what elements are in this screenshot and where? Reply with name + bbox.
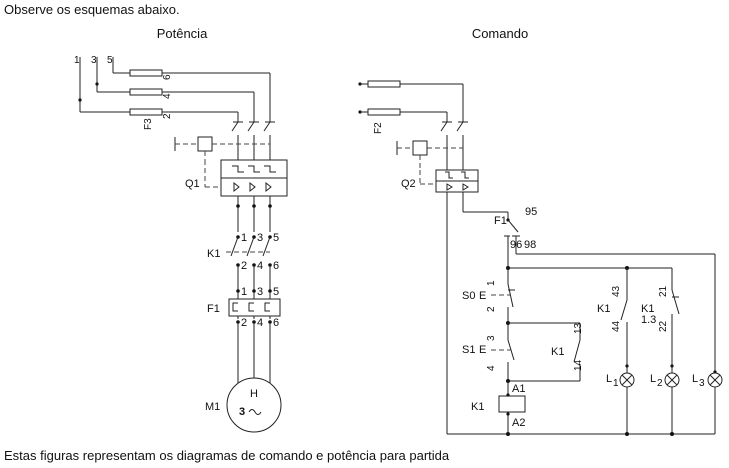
control-k1-hold-top: 13	[573, 322, 584, 334]
control-s1-e: E	[479, 344, 486, 356]
control-k1-nc-sub: 1.3	[641, 314, 656, 326]
control-k1-coil: A1 A2 K1	[471, 381, 526, 434]
control-k1-hold-contact: 13 14 K1	[551, 322, 584, 381]
power-k1-top-5: 5	[273, 232, 279, 244]
control-coil-tag: K1	[471, 401, 484, 413]
power-contactor-k1: 1 3 5 2 4 6 K1	[207, 232, 279, 272]
power-k1-bottom-4: 4	[257, 260, 263, 272]
control-s0-tag: S0	[462, 290, 475, 302]
control-k1-no-contact: 43 44 K1	[597, 285, 628, 366]
control-diagram: Comando F2	[358, 26, 723, 436]
control-k1-nc-contact: 21 22 K1 1.3	[641, 285, 680, 366]
control-lamp-l3: L 3	[692, 370, 723, 434]
lamp-l1-sub: 1	[613, 378, 619, 389]
power-k1-bottom-2: 2	[241, 260, 247, 272]
power-k1-top-1: 1	[241, 232, 247, 244]
control-title: Comando	[472, 26, 528, 41]
control-relay-95: 95	[525, 206, 537, 218]
control-s1-top: 3	[486, 335, 497, 341]
power-terminal-3: 3	[91, 55, 97, 66]
power-contactor-tag: K1	[207, 248, 220, 260]
control-k1-nc-tag: K1	[641, 303, 654, 315]
motor-phase-label: 3	[239, 406, 245, 418]
control-s0-stop: 1 2 S0 E	[462, 268, 515, 323]
control-relay-tag: F1	[494, 215, 507, 227]
power-f1-bottom-6: 6	[273, 317, 279, 329]
power-k1-top-3: 3	[257, 232, 263, 244]
control-relay-f1: 95 96 98 F1	[494, 206, 715, 268]
power-title: Potência	[157, 26, 208, 41]
control-s0-top: 1	[486, 280, 497, 286]
control-supply: F2	[358, 80, 464, 134]
power-breaker-q1: Q1	[185, 159, 288, 197]
lamp-l2-letter: L	[650, 373, 656, 385]
power-f1-top-3: 3	[257, 286, 263, 298]
control-s1-start: 3 4 S1 E	[462, 323, 515, 381]
control-k1-hold-bottom: 14	[573, 359, 584, 371]
power-f1-bottom-4: 4	[257, 317, 263, 329]
power-fuse-tag: F3	[143, 118, 154, 130]
control-fuse-tag: F2	[373, 122, 384, 134]
power-breaker-tag: Q1	[185, 178, 200, 190]
control-k1-no-bottom: 44	[611, 320, 622, 332]
control-s1-bottom: 4	[486, 365, 497, 371]
control-k1-nc-top: 21	[658, 285, 669, 297]
lamp-l1-letter: L	[606, 373, 612, 385]
control-k1-hold-tag: K1	[551, 346, 564, 358]
control-coil-a2: A2	[512, 417, 525, 429]
control-k1-nc-bottom: 22	[658, 320, 669, 332]
power-terminal-5: 5	[107, 55, 113, 66]
power-f1-top-5: 5	[273, 286, 279, 298]
control-relay-98: 98	[524, 239, 536, 251]
control-s0-e: E	[479, 290, 486, 302]
power-fuse-number-6: 6	[162, 74, 173, 80]
lamp-l3-sub: 3	[699, 378, 705, 389]
power-k1-bottom-6: 6	[273, 260, 279, 272]
power-terminal-1: 1	[74, 55, 80, 66]
control-lamp-l1: L 1	[606, 364, 635, 434]
control-breaker-tag: Q2	[401, 178, 416, 190]
control-lamp-l2: L 2	[650, 364, 680, 434]
power-fuse-number-2: 2	[162, 113, 173, 119]
control-k1-no-tag: K1	[597, 303, 610, 315]
intro-text: Observe os esquemas abaixo.	[4, 2, 180, 17]
power-motor-m1: H 3 M1	[205, 377, 282, 433]
power-incoming-lines	[78, 57, 271, 122]
control-s1-tag: S1	[462, 344, 475, 356]
motor-h-label: H	[250, 388, 258, 400]
power-relay-f1: 1 3 5 2 4 6 F1	[207, 286, 281, 329]
power-f1-top-1: 1	[241, 286, 247, 298]
control-breaker-q2: Q2	[401, 169, 479, 193]
control-relay-96: 96	[510, 239, 522, 251]
power-breaker-switch	[174, 121, 275, 160]
control-breaker-switch	[396, 121, 468, 170]
caption-text: Estas figuras representam os diagramas d…	[4, 448, 450, 463]
control-k1-no-top: 43	[611, 285, 622, 297]
control-coil-a1: A1	[512, 383, 525, 395]
power-fuses-f3: 6 4 2 F3	[129, 69, 173, 130]
power-fuse-number-4: 4	[162, 93, 173, 99]
control-s0-bottom: 2	[486, 306, 497, 312]
power-relay-tag: F1	[207, 303, 220, 315]
power-diagram: Potência 1 3 5 6 4 2 F3	[74, 26, 288, 433]
lamp-l2-sub: 2	[657, 378, 663, 389]
power-motor-tag: M1	[205, 401, 220, 413]
power-f1-bottom-2: 2	[241, 317, 247, 329]
lamp-l3-letter: L	[692, 373, 698, 385]
